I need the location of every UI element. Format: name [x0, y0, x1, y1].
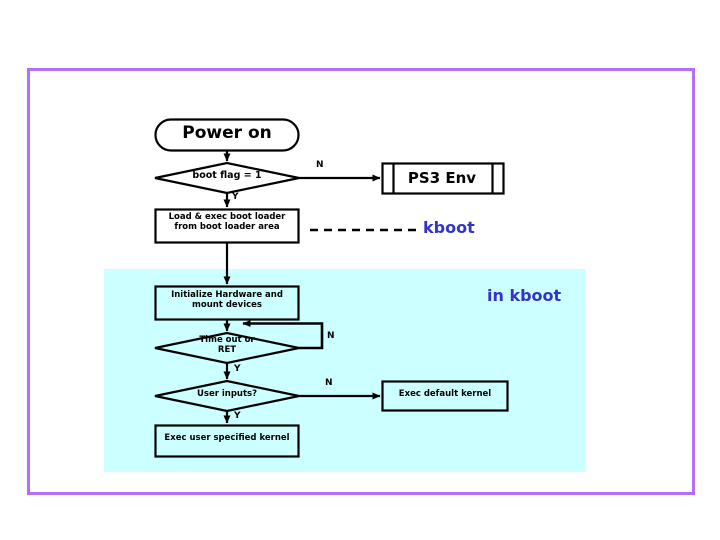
node-boot-flag — [154, 161, 300, 195]
node-power-on — [154, 118, 300, 152]
node-load-exec — [154, 208, 300, 244]
node-exec-default-kernel — [381, 380, 509, 412]
node-exec-user-kernel — [154, 424, 300, 458]
edge-timeout-no-loop — [242, 320, 324, 350]
node-timeout-ret — [154, 331, 300, 365]
node-ps3-env — [381, 162, 505, 195]
slide-border-frame — [27, 68, 695, 495]
node-init-hardware — [154, 285, 300, 321]
node-user-inputs — [154, 379, 300, 413]
